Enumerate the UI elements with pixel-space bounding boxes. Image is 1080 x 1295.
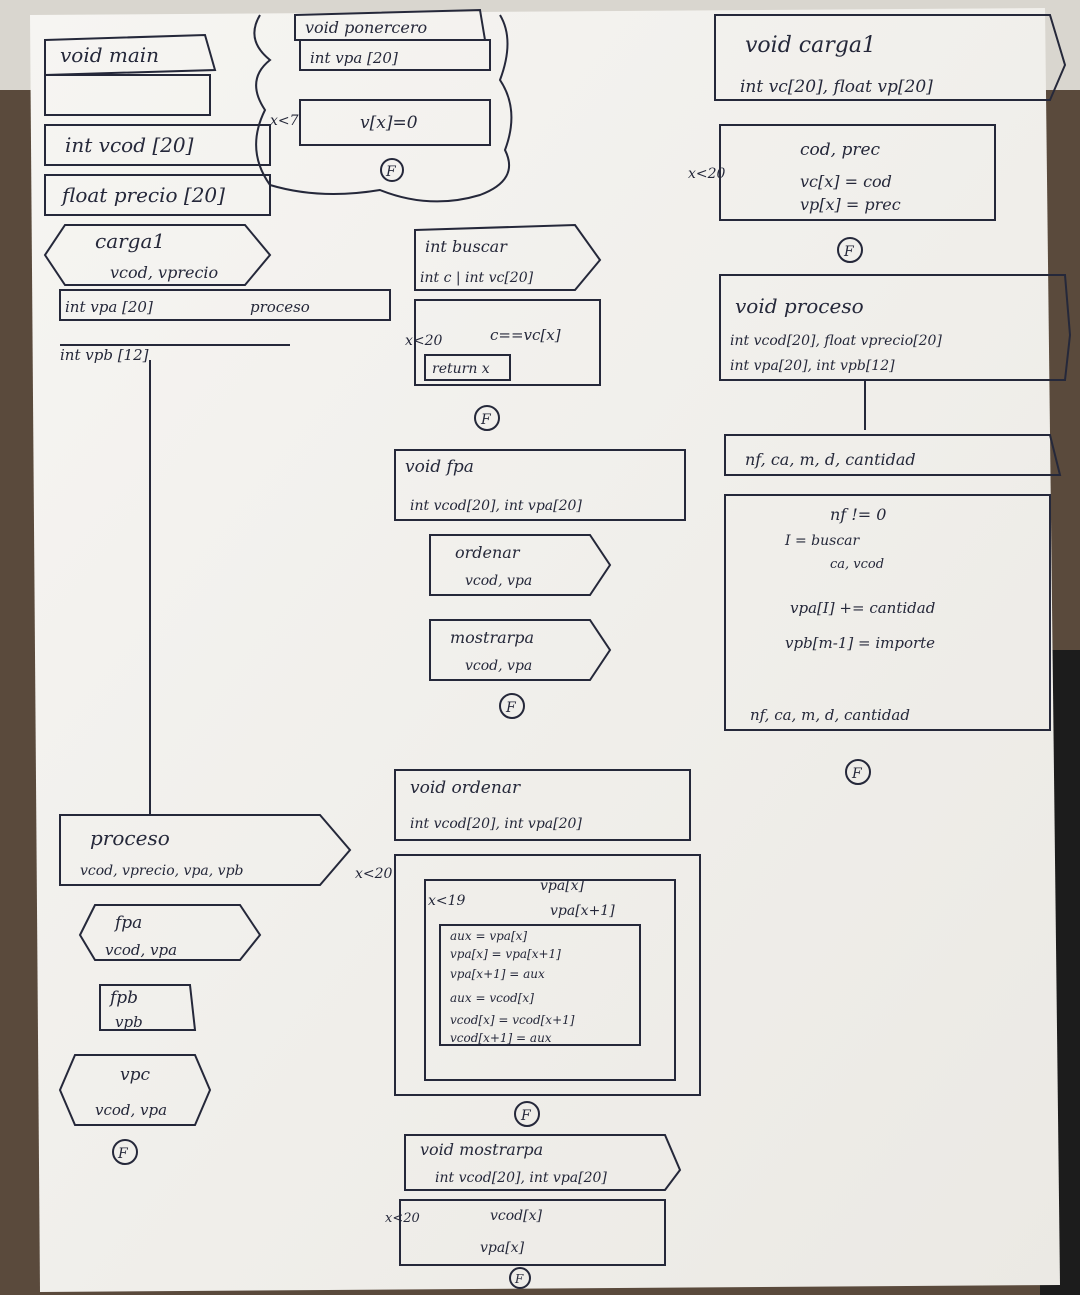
cero-loop: x<7 xyxy=(270,113,299,129)
fpb-call-name: fpb xyxy=(108,988,138,1008)
vpb-decl: int vpb [12] xyxy=(60,346,149,364)
main-var-vcod: int vcod [20] xyxy=(65,133,194,157)
ordenar-outer-loop: x<20 xyxy=(355,866,393,882)
vpc-call-args: vcod, vpa xyxy=(95,1101,167,1119)
carga-def-loop: x<20 xyxy=(688,166,726,182)
cero-title: void ponercero xyxy=(305,18,427,37)
carga-call-args: vcod, vprecio xyxy=(110,263,218,282)
paper-sheet xyxy=(30,8,1060,1292)
carga-def-title: void carga1 xyxy=(745,33,876,58)
fpa-call1: ordenar xyxy=(455,543,521,562)
buscar-return: return x xyxy=(432,361,490,377)
fpa-call-name: fpa xyxy=(113,913,142,933)
carga-def-stmt1: vc[x] = cod xyxy=(800,172,892,191)
vpa-decl: int vpa [20] xyxy=(65,298,153,316)
cero-params: int vpa [20] xyxy=(310,49,398,67)
carga-def-params: int vc[20], float vp[20] xyxy=(740,77,933,97)
ordenar-stmt-5: vcod[x+1] = aux xyxy=(450,1031,552,1045)
proceso-call-args: vcod, vprecio, vpa, vpb xyxy=(80,863,244,879)
fpa-call2: mostrarpa xyxy=(450,628,534,647)
mostrar-params: int vcod[20], int vpa[20] xyxy=(435,1170,607,1186)
buscar-cond: c==vc[x] xyxy=(490,326,561,344)
ordenar-stmt-3: aux = vcod[x] xyxy=(450,991,534,1005)
ordenar-title: void ordenar xyxy=(410,778,521,798)
fpa-args2: vcod, vpa xyxy=(465,658,532,674)
cero-stmt: v[x]=0 xyxy=(360,113,418,133)
mostrar-title: void mostrarpa xyxy=(420,1140,543,1159)
mostrar-end: F xyxy=(514,1272,524,1286)
mostrar-out1: vcod[x] xyxy=(490,1208,542,1224)
buscar-params: int c | int vc[20] xyxy=(420,270,534,286)
main-var-precio: float precio [20] xyxy=(60,183,225,207)
proceso-def-params2: int vpa[20], int vpb[12] xyxy=(730,358,895,374)
fpa-params: int vcod[20], int vpa[20] xyxy=(410,498,582,514)
proceso-def-read2: nf, ca, m, d, cantidad xyxy=(750,706,910,724)
ordenar-inner-loop: x<19 xyxy=(428,893,466,909)
buscar-end: F xyxy=(480,412,492,428)
ordenar-end: F xyxy=(520,1108,532,1124)
proceso-def-assign: I = buscar xyxy=(784,533,861,549)
vpa-call: proceso xyxy=(250,298,310,316)
ordenar-stmt-2: vpa[x+1] = aux xyxy=(450,967,545,981)
buscar-title: int buscar xyxy=(425,237,508,256)
carga-def-input: cod, prec xyxy=(800,140,881,160)
ordenar-cond1: vpa[x] xyxy=(540,878,585,894)
ordenar-stmt-4: vcod[x] = vcod[x+1] xyxy=(450,1013,575,1027)
carga-call-title: carga1 xyxy=(95,229,165,253)
fpa-end: F xyxy=(505,700,517,716)
fpb-call-args: vpb xyxy=(115,1013,143,1031)
fpa-title: void fpa xyxy=(405,457,474,477)
mostrar-out2: vpa[x] xyxy=(480,1240,525,1256)
proceso-call-title: proceso xyxy=(90,826,170,850)
proceso-def-end: F xyxy=(851,766,863,782)
proceso-def-params: int vcod[20], float vprecio[20] xyxy=(730,333,942,349)
fpa-args1: vcod, vpa xyxy=(465,573,532,589)
ordenar-params: int vcod[20], int vpa[20] xyxy=(410,816,582,832)
buscar-loop: x<20 xyxy=(405,333,443,349)
fpa-call-args: vcod, vpa xyxy=(105,941,177,959)
ordenar-stmt-0: aux = vpa[x] xyxy=(450,929,527,943)
main-end-marker: F xyxy=(117,1146,129,1162)
proceso-def-loop: nf != 0 xyxy=(830,505,886,524)
ink-strokes xyxy=(43,8,1072,1289)
carga-def-stmt2: vp[x] = prec xyxy=(800,195,901,214)
ordenar-stmt-1: vpa[x] = vpa[x+1] xyxy=(450,947,561,961)
carga-def-end: F xyxy=(843,244,855,260)
proceso-def-read1: nf, ca, m, d, cantidad xyxy=(745,450,916,469)
proceso-def-title: void proceso xyxy=(735,294,864,318)
mostrar-loop: x<20 xyxy=(385,1211,420,1226)
proceso-def-acc2: vpb[m-1] = importe xyxy=(785,634,935,652)
vpc-call-name: vpc xyxy=(120,1065,150,1085)
ordenar-cond2: vpa[x+1] xyxy=(550,903,615,919)
proceso-def-acc1: vpa[I] += cantidad xyxy=(790,599,935,617)
main-title: void main xyxy=(60,43,159,67)
cero-end: F xyxy=(385,164,397,180)
proceso-def-assign-args: ca, vcod xyxy=(830,557,884,572)
